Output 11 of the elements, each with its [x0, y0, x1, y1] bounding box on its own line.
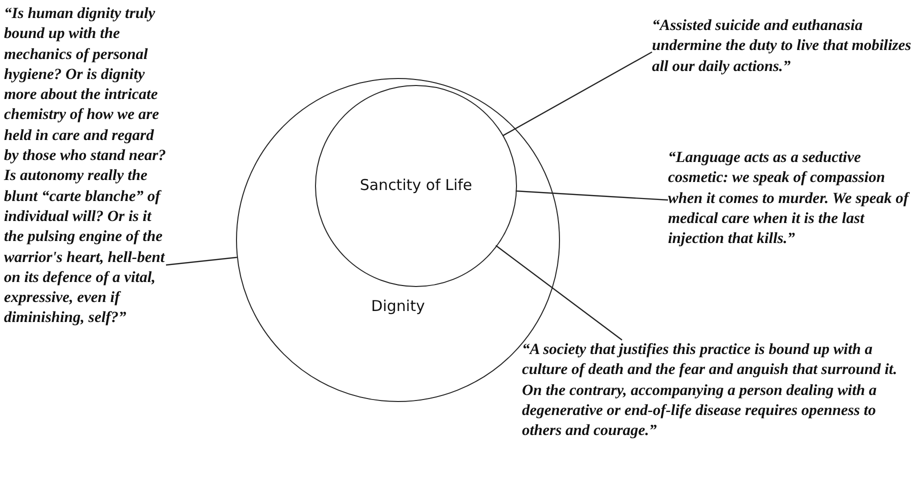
- quote-text: “A society that justifies this practice is bound up with a culture of death and the fear and anguish that surround it. On the contrary, accompanying a person dealing with a degenerative or end-of-life disease requires openness to others and courage.”: [522, 340, 898, 442]
- leader-line: [495, 245, 622, 340]
- leader-line: [502, 51, 652, 136]
- quote-text: “Assisted suicide and euthanasia undermine the duty to live that mobilizes all our daily actions.”: [652, 16, 912, 77]
- leader-line: [166, 256, 237, 266]
- circle-label: Sanctity of Life: [358, 176, 474, 194]
- quote-text: “Is human dignity truly bound up with the mechanics of personal hygiene? Or is dignity more about the intricate chemistry of how we are held in care and regard by those who stand near? Is autonomy really the blunt “carte blanche” of individual will? Or is it the pulsing engine of the warrior's heart, hell-bent on its defence of a vital, expressive, even if diminishing, self?”: [4, 4, 166, 328]
- leader-line: [516, 190, 668, 201]
- quote-text: “Language acts as a seductive cosmetic: we speak of compassion when it comes to murder. We speak of medical care when it is the last injection that kills.”: [668, 148, 911, 250]
- inner-circle: [315, 85, 517, 287]
- circle-label: Dignity: [370, 297, 426, 315]
